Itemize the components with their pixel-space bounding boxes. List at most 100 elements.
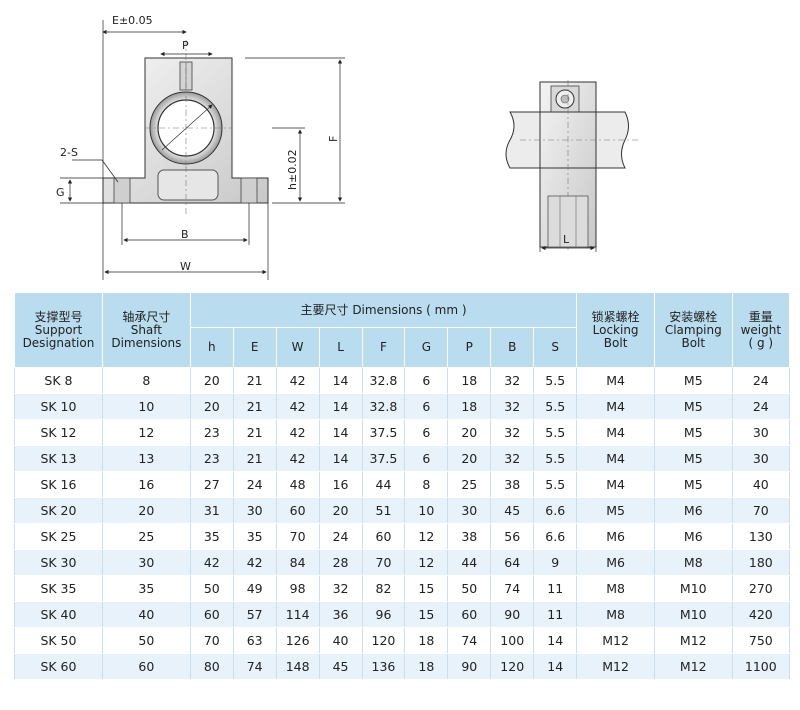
- table-cell: 42: [275, 367, 320, 394]
- table-cell: 44: [447, 549, 492, 576]
- table-cell: 12: [404, 549, 449, 576]
- table-cell: M6: [576, 523, 655, 550]
- table-cell: 23: [189, 445, 234, 472]
- table-cell: M5: [653, 445, 733, 472]
- table-cell: 11: [533, 601, 578, 628]
- table-cell: 30: [731, 445, 791, 472]
- table-cell: 5.5: [533, 393, 578, 420]
- table-cell: 32: [318, 575, 363, 602]
- spec-table: 支撑型号 Support Designation 轴承尺寸 Shaft Dime…: [14, 292, 791, 680]
- table-cell: 49: [232, 575, 277, 602]
- table-cell: 28: [318, 549, 363, 576]
- dim-label-g: G: [56, 186, 65, 199]
- table-cell: 30: [232, 497, 277, 524]
- table-cell: 14: [533, 627, 578, 654]
- table-cell: 15: [404, 601, 449, 628]
- table-cell: 60: [101, 653, 191, 680]
- table-cell: SK 30: [14, 549, 103, 576]
- table-cell: 84: [275, 549, 320, 576]
- table-cell: 60: [361, 523, 406, 550]
- table-cell: 70: [361, 549, 406, 576]
- table-cell: M4: [576, 367, 655, 394]
- table-cell: 42: [232, 549, 277, 576]
- table-cell: 32: [490, 393, 535, 420]
- table-cell: 20: [447, 445, 492, 472]
- table-cell: 15: [404, 575, 449, 602]
- table-cell: 24: [318, 523, 363, 550]
- table-cell: M4: [576, 419, 655, 446]
- table-cell: 35: [189, 523, 234, 550]
- front-view-body: [102, 40, 269, 215]
- table-cell: M6: [653, 497, 733, 524]
- table-cell: 48: [275, 471, 320, 498]
- table-cell: 90: [490, 601, 535, 628]
- table-cell: 10: [101, 393, 191, 420]
- header-locking-bolt: 锁紧螺栓 Locking Bolt: [576, 292, 655, 368]
- table-cell: 6.6: [533, 523, 578, 550]
- table-cell: 21: [232, 419, 277, 446]
- table-cell: 40: [731, 471, 791, 498]
- table-cell: 6: [404, 445, 449, 472]
- table-cell: 35: [101, 575, 191, 602]
- table-cell: M4: [576, 393, 655, 420]
- table-cell: 42: [275, 419, 320, 446]
- table-cell: 8: [101, 367, 191, 394]
- table-cell: SK 25: [14, 523, 103, 550]
- table-cell: 32.8: [361, 393, 406, 420]
- table-cell: 130: [731, 523, 791, 550]
- table-cell: 12: [404, 523, 449, 550]
- table-cell: 5.5: [533, 419, 578, 446]
- table-cell: 70: [275, 523, 320, 550]
- table-cell: 148: [275, 653, 320, 680]
- table-cell: M8: [653, 549, 733, 576]
- table-cell: 42: [189, 549, 234, 576]
- header-dim-w: W: [275, 327, 320, 368]
- table-cell: 90: [447, 653, 492, 680]
- table-cell: 14: [318, 367, 363, 394]
- table-cell: 120: [490, 653, 535, 680]
- dim-label-l: L: [563, 233, 570, 246]
- side-view-drawing: [505, 80, 640, 252]
- dim-label-b: B: [181, 228, 189, 241]
- table-cell: 114: [275, 601, 320, 628]
- table-cell: SK 20: [14, 497, 103, 524]
- table-cell: 18: [447, 393, 492, 420]
- table-cell: M12: [653, 627, 733, 654]
- table-cell: 24: [232, 471, 277, 498]
- table-cell: M12: [576, 627, 655, 654]
- table-cell: 50: [101, 627, 191, 654]
- table-cell: M5: [576, 497, 655, 524]
- technical-drawings: E±0.05 P 2-S G h±0.02 F B W L: [0, 0, 800, 290]
- table-cell: 10: [404, 497, 449, 524]
- table-header: 支撑型号 Support Designation 轴承尺寸 Shaft Dime…: [14, 292, 791, 368]
- header-dim-f: F: [361, 327, 406, 368]
- table-cell: 180: [731, 549, 791, 576]
- table-cell: 45: [490, 497, 535, 524]
- table-cell: 14: [318, 419, 363, 446]
- table-cell: 23: [189, 419, 234, 446]
- table-cell: 120: [361, 627, 406, 654]
- table-cell: 31: [189, 497, 234, 524]
- table-cell: 36: [318, 601, 363, 628]
- dim-label-2s: 2-S: [60, 146, 78, 159]
- table-cell: 270: [731, 575, 791, 602]
- table-cell: 20: [447, 419, 492, 446]
- table-cell: 21: [232, 393, 277, 420]
- table-cell: SK 10: [14, 393, 103, 420]
- table-cell: 11: [533, 575, 578, 602]
- table-cell: 6.6: [533, 497, 578, 524]
- table-cell: 20: [101, 497, 191, 524]
- table-cell: 6: [404, 419, 449, 446]
- table-cell: 21: [232, 445, 277, 472]
- table-cell: 20: [189, 393, 234, 420]
